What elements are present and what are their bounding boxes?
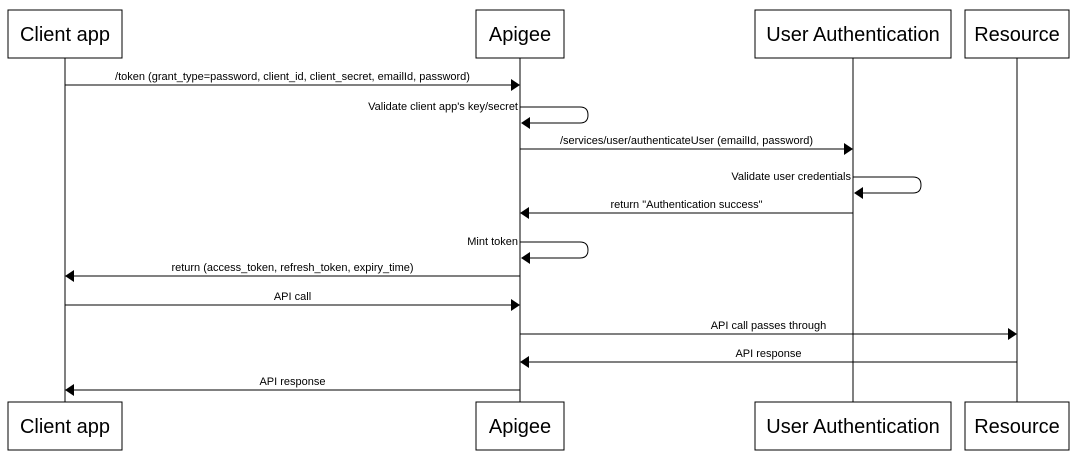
arrowhead bbox=[1008, 328, 1017, 340]
message-label: return "Authentication success" bbox=[610, 199, 762, 211]
participant-label: Apigee bbox=[489, 416, 551, 438]
message-4: Validate user credentials bbox=[731, 171, 922, 199]
participant-auth-top: User Authentication bbox=[754, 9, 952, 59]
message-8: API call bbox=[65, 291, 520, 311]
arrowhead bbox=[844, 143, 853, 155]
message-11: API response bbox=[65, 376, 520, 396]
participant-label: Client app bbox=[20, 416, 110, 438]
message-10: API response bbox=[520, 348, 1017, 368]
participant-label: Apigee bbox=[489, 24, 551, 46]
participant-box bbox=[754, 9, 952, 59]
participant-label: User Authentication bbox=[766, 24, 939, 46]
arrowhead bbox=[521, 117, 530, 129]
participant-box bbox=[754, 401, 952, 451]
message-label: return (access_token, refresh_token, exp… bbox=[171, 262, 413, 274]
arrowhead bbox=[511, 79, 520, 91]
participant-resource-bottom: Resource bbox=[964, 401, 1070, 451]
participant-client-bottom: Client app bbox=[7, 401, 123, 451]
message-label: /token (grant_type=password, client_id, … bbox=[115, 71, 470, 83]
arrowhead bbox=[854, 187, 863, 199]
arrowhead bbox=[65, 270, 74, 282]
message-label: Mint token bbox=[467, 236, 518, 248]
participant-label: Client app bbox=[20, 24, 110, 46]
message-label: API response bbox=[259, 376, 325, 388]
message-6: Mint token bbox=[467, 236, 589, 264]
message-7: return (access_token, refresh_token, exp… bbox=[65, 262, 520, 282]
participant-label: Resource bbox=[974, 416, 1060, 438]
message-label: Validate user credentials bbox=[731, 171, 851, 183]
participant-box bbox=[964, 9, 1070, 59]
message-label: API call bbox=[274, 291, 311, 303]
participant-box bbox=[475, 401, 565, 451]
message-label: Validate client app's key/secret bbox=[368, 101, 518, 113]
message-9: API call passes through bbox=[520, 320, 1017, 340]
participant-box bbox=[7, 401, 123, 451]
message-line bbox=[520, 106, 589, 124]
arrowhead bbox=[521, 252, 530, 264]
message-line bbox=[853, 176, 922, 194]
participant-apigee-bottom: Apigee bbox=[475, 401, 565, 451]
arrowhead bbox=[511, 299, 520, 311]
participant-resource-top: Resource bbox=[964, 9, 1070, 59]
arrowhead bbox=[65, 384, 74, 396]
participant-label: Resource bbox=[974, 24, 1060, 46]
participant-box bbox=[475, 9, 565, 59]
message-2: Validate client app's key/secret bbox=[368, 101, 589, 129]
message-label: API response bbox=[735, 348, 801, 360]
arrowhead bbox=[520, 207, 529, 219]
participant-apigee-top: Apigee bbox=[475, 9, 565, 59]
participant-auth-bottom: User Authentication bbox=[754, 401, 952, 451]
participant-client-top: Client app bbox=[7, 9, 123, 59]
message-label: API call passes through bbox=[711, 320, 827, 332]
message-line bbox=[520, 241, 589, 259]
message-5: return "Authentication success" bbox=[520, 199, 853, 219]
participant-label: User Authentication bbox=[766, 416, 939, 438]
participant-box bbox=[964, 401, 1070, 451]
message-1: /token (grant_type=password, client_id, … bbox=[65, 71, 520, 91]
participant-box bbox=[7, 9, 123, 59]
arrowhead bbox=[520, 356, 529, 368]
message-label: /services/user/authenticateUser (emailId… bbox=[560, 135, 813, 147]
message-3: /services/user/authenticateUser (emailId… bbox=[520, 135, 853, 155]
